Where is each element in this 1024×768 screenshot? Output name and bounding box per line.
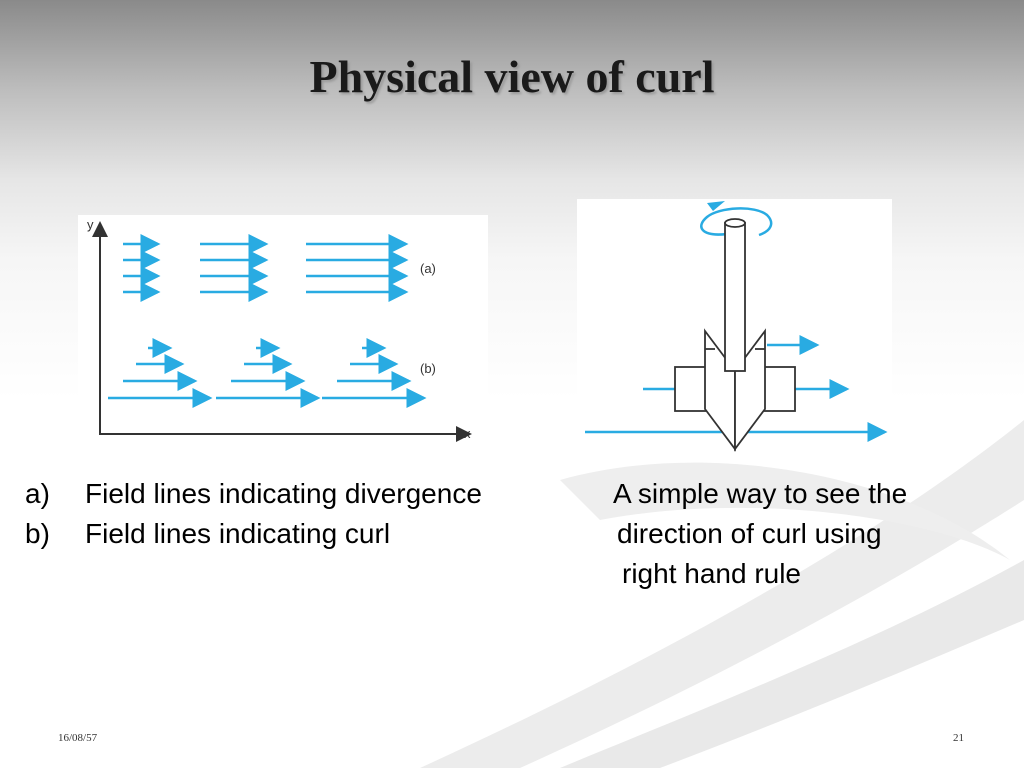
paddle-wheel-figure (577, 199, 892, 454)
left-captions: a) Field lines indicating divergence b) … (25, 474, 482, 554)
right-caption-line2: direction of curl using (617, 518, 882, 549)
right-caption: A simple way to see the direction of cur… (613, 474, 907, 594)
curl-arrows (108, 338, 427, 408)
label-a: (a) (420, 261, 436, 276)
caption-b-marker: b) (25, 518, 50, 549)
label-b: (b) (420, 361, 436, 376)
right-caption-line1: A simple way to see the (613, 478, 908, 509)
field-lines-figure: y x (a) (78, 215, 488, 445)
x-axis-label: x (464, 426, 471, 441)
caption-a: a) Field lines indicating divergence (25, 474, 482, 514)
y-axis-label: y (87, 217, 94, 232)
paddle-wheel-icon (674, 218, 796, 452)
slide-title: Physical view of curl (309, 51, 715, 102)
slide-number: 21 (953, 732, 964, 744)
caption-b: b) Field lines indicating curl (25, 514, 482, 554)
divergence-arrows (123, 234, 409, 302)
footer-date: 16/08/57 (58, 732, 98, 744)
rotation-arrow-icon (700, 207, 773, 237)
right-caption-line3: right hand rule (622, 558, 802, 589)
caption-b-text: Field lines indicating curl (85, 518, 391, 549)
caption-a-text: Field lines indicating divergence (85, 478, 482, 509)
caption-a-marker: a) (25, 478, 50, 509)
